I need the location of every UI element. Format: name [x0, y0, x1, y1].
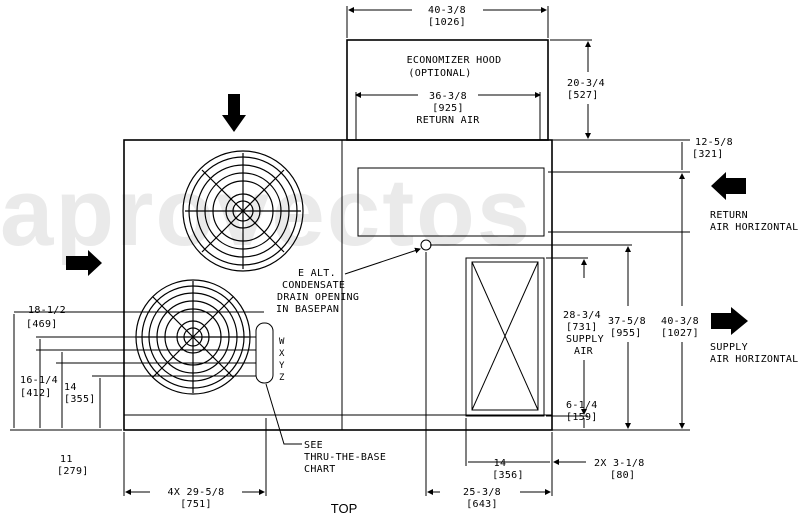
thru-base-line-3: CHART — [304, 464, 336, 475]
supply-width-in: 14 — [494, 458, 507, 469]
thru-base-leader — [265, 383, 302, 445]
condensate-line-4: IN BASEPAN — [276, 304, 339, 315]
left-dim-1-in: 18-1/2 — [28, 305, 66, 316]
supply-bottom-in: 6-1/4 — [566, 400, 598, 411]
connection-z: Z — [279, 373, 285, 383]
condenser-fan-upper — [182, 150, 304, 272]
supply-air-opening-inner — [471, 261, 539, 411]
supply-bottom-mm: [159] — [566, 412, 598, 423]
condensate-line-2: CONDENSATE — [282, 280, 345, 291]
connection-y: Y — [279, 361, 285, 371]
supply-opening-cross-2 — [471, 261, 539, 411]
hood-depth-mm: [527] — [567, 90, 599, 101]
drain-height-in: 37-5/8 — [608, 316, 646, 327]
unit-outline — [123, 139, 553, 431]
left-dim-4-in: 11 — [60, 454, 73, 465]
thru-base-line-1: SEE — [304, 440, 323, 451]
offset-in: 2X 3-1/8 — [594, 458, 645, 469]
total-in: 25-3/8 — [463, 487, 501, 498]
supply-word-2: AIR — [574, 346, 594, 357]
left-dim-3-mm: [355] — [64, 394, 96, 405]
offset-mm: [80] — [610, 470, 635, 481]
unit-depth-in: 40-3/8 — [661, 316, 699, 327]
supply-air-opening — [465, 257, 545, 417]
return-horizontal-label-1: RETURN — [710, 210, 748, 221]
supply-horizontal-arrow-icon — [711, 307, 748, 335]
top-offset-in: 12-5/8 — [695, 137, 733, 148]
airflow-right-arrow-icon — [66, 250, 102, 276]
bottom-left-mm: [751] — [180, 499, 212, 510]
condensate-line-3: DRAIN OPENING — [277, 292, 359, 303]
supply-horizontal-label-1: SUPPLY — [710, 342, 748, 353]
condensate-line-1: E ALT. — [298, 268, 336, 279]
bottom-left-in: 4X 29-5/8 — [168, 487, 225, 498]
return-horizontal-arrow-icon — [711, 172, 746, 200]
return-width-in: 36-3/8 — [429, 91, 467, 102]
supply-width-mm: [356] — [492, 470, 524, 481]
hood-width-in: 40-3/8 — [428, 5, 466, 16]
return-air-label: RETURN AIR — [416, 115, 480, 126]
watermark-text: aprovectos — [0, 159, 532, 266]
thru-base-connection-slot — [255, 322, 274, 384]
return-horizontal-label-2: AIR HORIZONTAL — [710, 222, 799, 233]
return-air-opening — [357, 167, 545, 237]
hood-width-mm: [1026] — [428, 17, 466, 28]
view-title: TOP — [331, 501, 358, 516]
unit-depth-mm: [1027] — [661, 328, 699, 339]
total-mm: [643] — [466, 499, 498, 510]
hood-subtitle: (OPTIONAL) — [408, 68, 471, 79]
drain-height-mm: [955] — [610, 328, 642, 339]
hood-depth-in: 20-3/4 — [567, 78, 605, 89]
thru-base-line-2: THRU-THE-BASE — [304, 452, 386, 463]
return-width-mm: [925] — [432, 103, 464, 114]
connection-w: W — [279, 337, 285, 347]
top-offset-mm: [321] — [692, 149, 724, 160]
left-dim-1-mm: [469] — [26, 319, 58, 330]
supply-height-mm: [731] — [566, 322, 598, 333]
left-dim-2-mm: [412] — [20, 388, 52, 399]
supply-horizontal-label-2: AIR HORIZONTAL — [710, 354, 799, 365]
left-dim-3-in: 14 — [64, 382, 77, 393]
hood-title: ECONOMIZER HOOD — [407, 55, 502, 66]
supply-height-in: 28-3/4 — [563, 310, 601, 321]
airflow-down-arrow-icon — [222, 94, 246, 132]
condensate-leader — [344, 247, 421, 275]
left-dim-4-mm: [279] — [57, 466, 89, 477]
connection-x: X — [279, 349, 285, 359]
left-dim-2-in: 16-1/4 — [20, 375, 58, 386]
supply-word-1: SUPPLY — [566, 334, 604, 345]
